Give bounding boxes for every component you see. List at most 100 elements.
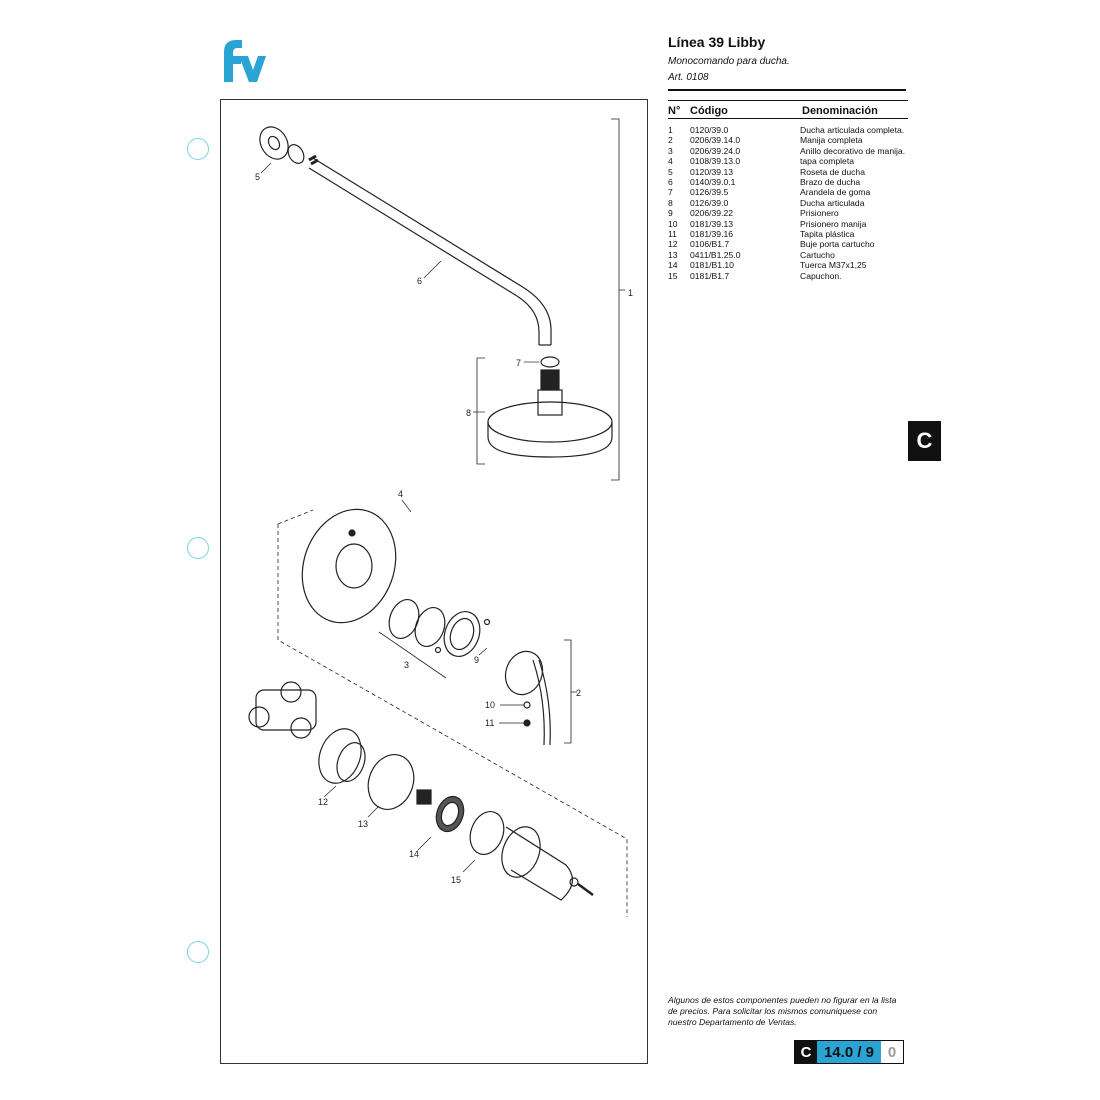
part-name: Anillo decorativo de manija.: [800, 145, 906, 156]
part-name: Brazo de ducha: [800, 177, 861, 188]
callout-3: 3: [404, 660, 409, 670]
nut-part: [435, 795, 465, 833]
page-number: 14.0 / 9: [817, 1041, 881, 1063]
part-number: 5: [668, 166, 673, 177]
exploded-view-drawing: [248, 118, 628, 917]
part-code: 0206/39.24.0: [690, 145, 741, 156]
part-name: Prisionero: [800, 208, 839, 219]
page-number-box: C 14.0 / 9 0: [794, 1040, 904, 1064]
part-number: 13: [668, 249, 678, 260]
callout-6: 6: [417, 276, 422, 286]
table-row: 4 0108/39.13.0 tapa completa: [668, 156, 908, 166]
part-code: 0126/39.5: [690, 187, 729, 198]
part-number: 1: [668, 125, 673, 135]
valve-body-part: [248, 681, 317, 739]
rosette-part: [259, 126, 305, 164]
part-name: Ducha articulada completa.: [800, 125, 905, 135]
part-name: Buje porta cartucho: [800, 239, 875, 250]
part-code: 0120/39.13: [690, 166, 734, 177]
part-code: 0106/B1.7: [690, 239, 730, 250]
callout-labels: 1 2 3 4 5 6 7 8 9 10 11 12 13 14 15: [255, 172, 633, 885]
part-name: Tapita plástica: [800, 229, 855, 240]
callout-10: 10: [485, 700, 495, 710]
document-header: Línea 39 Libby Monocomando para ducha. A…: [668, 34, 908, 83]
table-row: 14 0181/B1.10 Tuerca M37x1,25: [668, 260, 908, 270]
binder-hole: [187, 941, 209, 963]
callout-15: 15: [451, 875, 461, 885]
part-code: 0206/39.14.0: [690, 135, 741, 146]
part-code: 0206/39.22: [690, 208, 734, 219]
callout-13: 13: [358, 819, 368, 829]
part-code: 0181/B1.7: [690, 270, 730, 281]
section-tab: C: [908, 421, 941, 461]
binder-hole: [187, 138, 209, 160]
part-name: Roseta de ducha: [800, 166, 865, 177]
product-title: Línea 39 Libby: [668, 34, 766, 50]
part-name: Prisionero manija: [800, 218, 867, 229]
part-code: 0181/39.16: [690, 229, 734, 240]
part-number: 7: [668, 187, 673, 198]
table-row: 13 0411/B1.25.0 Cartucho: [668, 250, 908, 260]
cartridge-bush-part: [318, 728, 366, 784]
parts-table-body: 1 0120/39.0 Ducha articulada completa. 2 020…: [668, 125, 908, 281]
callout-1: 1: [628, 288, 633, 298]
callout-12: 12: [318, 797, 328, 807]
parts-table-header: N° Código Denominación: [668, 100, 908, 119]
callout-14: 14: [409, 849, 419, 859]
part-name: Tuerca M37x1,25: [800, 260, 867, 271]
header-divider: [668, 89, 906, 91]
page-section: C: [795, 1041, 817, 1063]
part-name: Capuchon.: [800, 270, 842, 281]
part-code: 0140/39.0.1: [690, 177, 736, 188]
washer-part: [540, 356, 560, 368]
table-row: 9 0206/39.22 Prisionero: [668, 208, 908, 218]
binder-hole: [187, 537, 209, 559]
part-code: 0108/39.13.0: [690, 156, 741, 167]
callout-9: 9: [474, 655, 479, 665]
header-code: Código: [690, 105, 728, 117]
callout-5: 5: [255, 172, 260, 182]
part-name: Cartucho: [800, 249, 835, 260]
callout-4: 4: [398, 489, 403, 499]
part-code: 0181/B1.10: [690, 260, 734, 271]
part-number: 4: [668, 156, 673, 167]
part-number: 9: [668, 208, 673, 219]
part-name: Arandela de goma: [800, 187, 871, 198]
table-row: 3 0206/39.24.0 Anillo decorativo de manija…: [668, 146, 908, 156]
product-subtitle: Monocomando para ducha.: [668, 56, 790, 67]
cover-plate-part: [301, 508, 397, 624]
part-number: 14: [668, 260, 678, 271]
callout-11: 11: [485, 718, 494, 728]
part-name: Ducha articulada: [800, 197, 865, 208]
article-number: Art. 0108: [668, 72, 709, 83]
part-code: 0411/B1.25.0: [690, 249, 741, 260]
brand-logo: [224, 40, 266, 82]
page-revision: 0: [881, 1041, 903, 1063]
part-code: 0120/39.0: [690, 125, 729, 135]
exploded-view-frame: 1 2 3 4 5 6 7 8 9 10 11 12 13 14 15: [220, 99, 648, 1064]
callout-8: 8: [466, 408, 471, 418]
footer-note: Algunos de estos componentes pueden no f…: [668, 995, 897, 1027]
part-number: 8: [668, 197, 673, 208]
part-number: 2: [668, 135, 673, 146]
table-row: 5 0120/39.13 Roseta de ducha: [668, 167, 908, 177]
cap-part: [469, 811, 594, 901]
handle-part: [504, 650, 551, 746]
header-name: Denominación: [802, 105, 878, 117]
callout-2: 2: [576, 688, 581, 698]
callout-7: 7: [516, 358, 521, 368]
part-number: 12: [668, 239, 678, 250]
header-number: N°: [668, 105, 681, 117]
shower-arm-part: [308, 154, 552, 346]
table-row: 12 0106/B1.7 Buje porta cartucho: [668, 239, 908, 249]
part-name: tapa completa: [800, 156, 854, 167]
table-row: 1 0120/39.0 Ducha articulada completa.: [668, 125, 908, 135]
part-number: 3: [668, 145, 673, 156]
